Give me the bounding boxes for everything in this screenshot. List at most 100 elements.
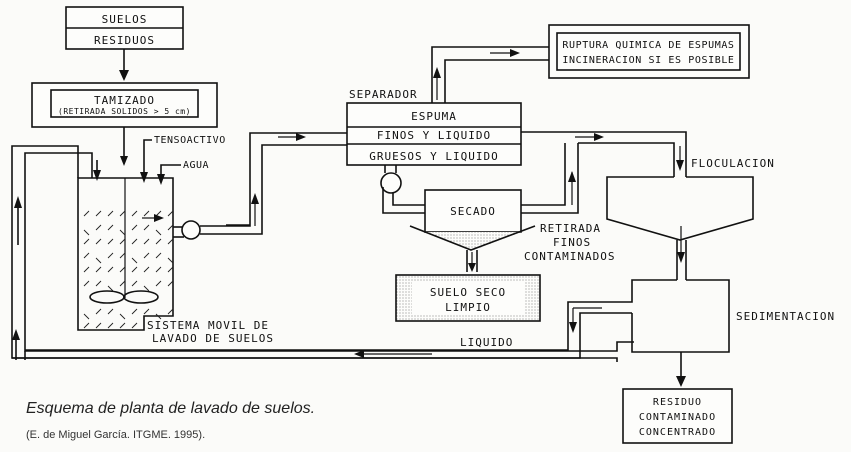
hatch-mark <box>119 238 126 245</box>
residue-box: RESIDUO CONTAMINADO CONCENTRADO <box>622 388 733 444</box>
hatch-mark <box>119 313 126 320</box>
arrow-down-icon <box>676 376 686 387</box>
surfactant-label: TENSOACTIVO <box>154 135 226 146</box>
hatch-mark <box>131 280 138 287</box>
screening-title: TAMIZADO <box>94 94 155 107</box>
arrow-down-icon <box>569 322 577 333</box>
hatch-mark <box>107 238 114 245</box>
hatch-mark <box>143 252 150 259</box>
hatch-mark <box>119 280 126 287</box>
hatch-mark <box>155 229 162 236</box>
hatch-mark <box>83 238 90 245</box>
arrow-right-icon <box>296 133 306 141</box>
hatch-mark <box>95 257 102 264</box>
hatch-mark <box>143 308 150 315</box>
drying-label: SECADO <box>450 205 496 218</box>
arrow-down-icon <box>93 170 101 181</box>
arrow-down-icon <box>676 160 684 171</box>
hatch-mark <box>155 238 162 245</box>
hatch-mark <box>131 224 138 231</box>
hatch-mark <box>83 280 90 287</box>
hatch-mark <box>131 322 138 329</box>
figure-caption-title: Esquema de planta de lavado de suelos. <box>26 400 316 417</box>
hatch-mark <box>83 266 90 273</box>
arrow-down-icon <box>120 156 128 166</box>
hatch-mark <box>95 210 102 217</box>
hatch-mark <box>155 252 162 259</box>
hatch-mark <box>83 252 90 259</box>
arrow-right-icon <box>154 214 164 222</box>
hatch-mark <box>143 210 150 217</box>
drying-unit: SECADO RETIRADA FINOS CONTAMINADOS <box>409 189 615 272</box>
arrow-down-icon <box>119 70 129 81</box>
pump-icon <box>380 172 402 194</box>
residue-line1: RESIDUO <box>653 397 702 408</box>
hatch-mark <box>95 266 102 273</box>
input-residuos-label: RESIDUOS <box>94 34 155 47</box>
hatch-mark <box>167 308 174 315</box>
fines-removal-line1: RETIRADA <box>540 222 601 235</box>
hatch-mark <box>131 257 138 264</box>
hatch-mark <box>107 210 114 217</box>
screening-box: TAMIZADO (RETIRADA SOLIDOS > 5 cm) <box>31 82 218 128</box>
input-box: SUELOS RESIDUOS <box>65 6 184 50</box>
fines-removal-line3: CONTAMINADOS <box>524 250 615 263</box>
separator: SEPARADOR ESPUMA FINOS Y LIQUIDO GRUESOS… <box>346 88 522 166</box>
hatch-mark <box>119 229 126 236</box>
hatch-mark <box>95 308 102 315</box>
hatch-mark <box>167 238 174 245</box>
arrow-down-icon <box>157 174 165 185</box>
hatch-mark <box>95 238 102 245</box>
arrow-up-icon <box>14 196 22 208</box>
clean-soil-line1: SUELO SECO <box>430 286 506 299</box>
input-suelos-label: SUELOS <box>102 13 148 26</box>
hatch-mark <box>143 285 150 292</box>
hatch-mark <box>155 280 162 287</box>
liquid-return: LIQUIDO <box>12 336 581 359</box>
arrow-screening-to-tank <box>120 127 128 166</box>
hatch-mark <box>119 266 126 273</box>
hatch-mark <box>107 266 114 273</box>
arrow-up-icon <box>568 171 576 182</box>
pump-icon <box>181 220 201 240</box>
residue-line3: CONCENTRADO <box>639 427 716 438</box>
separator-layer-coarse: GRUESOS Y LIQUIDO <box>369 150 499 163</box>
separator-label: SEPARADOR <box>349 88 418 101</box>
figure-caption-source: (E. de Miguel García. ITGME. 1995). <box>26 429 206 441</box>
foam-treatment-line1: RUPTURA QUIMICA DE ESPUMAS <box>562 40 734 51</box>
sedimentation-label: SEDIMENTACION <box>736 310 835 323</box>
hatch-mark <box>83 313 90 320</box>
hatch-mark <box>119 322 126 329</box>
arrow-up-icon <box>12 329 20 340</box>
hatch-mark <box>167 224 174 231</box>
arrow-down-icon <box>677 252 685 263</box>
foam-treatment-box: RUPTURA QUIMICA DE ESPUMAS INCINERACION … <box>548 24 750 79</box>
flocculation-label: FLOCULACION <box>691 157 775 170</box>
hatch-mark <box>131 210 138 217</box>
hatch-mark <box>107 224 114 231</box>
fines-removal-line2: FINOS <box>553 236 591 249</box>
arrow-up-icon <box>251 193 259 204</box>
washing-unit-label-1: SISTEMA MOVIL DE <box>147 319 269 332</box>
foam-treatment-line2: INCINERACION SI ES POSIBLE <box>562 55 734 66</box>
sedimentation-tank: SEDIMENTACION <box>567 279 835 387</box>
hatch-mark <box>131 238 138 245</box>
hatch-mark <box>143 266 150 273</box>
hatch-mark <box>83 229 90 236</box>
arrow-input-to-screening <box>119 49 129 81</box>
separator-layer-foam: ESPUMA <box>411 110 457 123</box>
arrow-left-icon <box>354 350 364 358</box>
hatch-mark <box>83 210 90 217</box>
clean-soil-box: SUELO SECO LIMPIO <box>395 274 541 322</box>
washing-unit-label-2: LAVADO DE SUELOS <box>152 332 274 345</box>
fines-liquid-path <box>521 131 687 214</box>
hatch-mark <box>107 252 114 259</box>
water-label: AGUA <box>183 160 209 171</box>
hatch-mark <box>155 313 162 320</box>
hatch-mark <box>95 322 102 329</box>
arrow-right-icon <box>594 133 604 141</box>
flocculation-tank: FLOCULACION <box>606 157 775 280</box>
hatch-mark <box>119 210 126 217</box>
hatch-mark <box>107 285 114 292</box>
